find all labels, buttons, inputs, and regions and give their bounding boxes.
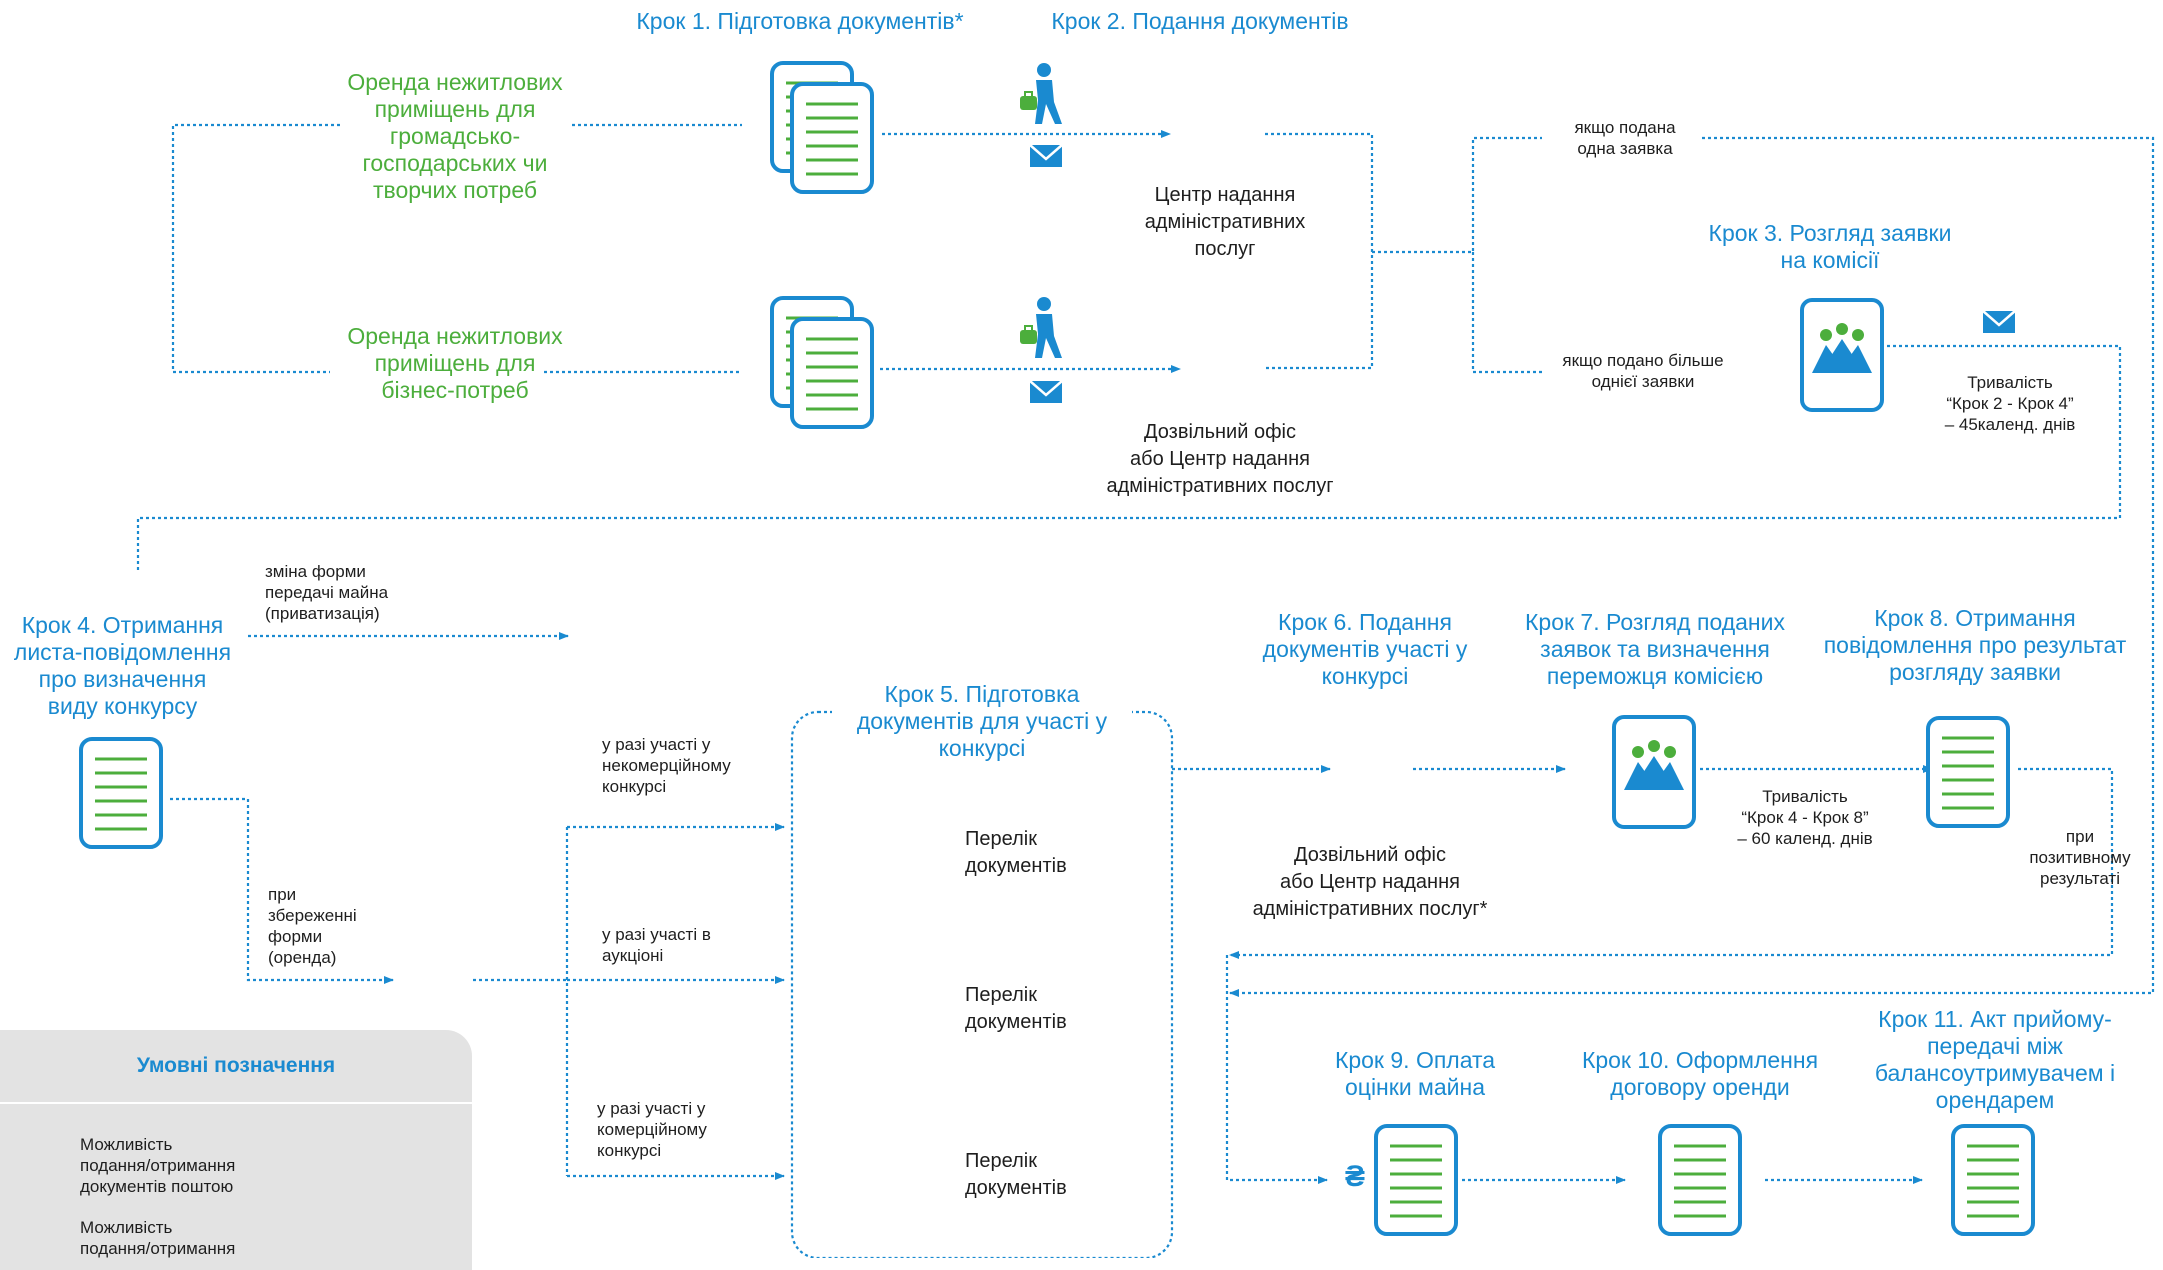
hryvnia-icon: ₴: [1344, 1160, 1365, 1193]
keep-form-label: при збереженні форми (оренда): [268, 885, 357, 967]
step4-title: Крок 4. Отримання листа-повідомлення про…: [13, 612, 232, 719]
document-icon: [1374, 1124, 1458, 1236]
walking-person-icon: [1019, 296, 1063, 359]
document-icon: [1658, 1124, 1742, 1236]
duration-step2-4: Тривалість “Крок 2 - Крок 4” – 45календ.…: [1944, 373, 2076, 434]
center-label: Центр надання адміністративних послуг: [1144, 184, 1306, 260]
mail-icon: [1028, 143, 1064, 169]
step5-title: Крок 5. Підготовка документів для участі…: [832, 681, 1132, 762]
documents-icon: [770, 61, 874, 194]
legend-divider: [0, 1102, 472, 1104]
case-commercial: у разі участі у комерційному конкурсі: [597, 1099, 707, 1160]
free-office-star-label: Дозвільний офіс або Центр надання адміні…: [1252, 844, 1488, 920]
step9-title: Крок 9. Оплата оцінки майна: [1334, 1047, 1496, 1100]
rental-public-label: Оренда нежитлових приміщень для громадсь…: [347, 69, 563, 203]
document-icon: [1951, 1124, 2035, 1236]
if-many-applications: якщо подано більше однієї заявки: [1562, 351, 1724, 391]
step3-title: Крок 3. Розгляд заявки на комісії: [1708, 220, 1952, 273]
step10-title: Крок 10. Оформлення договору оренди: [1581, 1047, 1819, 1100]
duration-step4-8: Тривалість “Крок 4 - Крок 8” – 60 календ…: [1737, 787, 1873, 848]
step8-title: Крок 8. Отримання повідомлення про резул…: [1823, 605, 2127, 685]
document-icon: [79, 737, 163, 849]
mail-icon: [1981, 309, 2017, 335]
step6-title: Крок 6. Подання документів участі у конк…: [1262, 609, 1468, 689]
step11-title: Крок 11. Акт прийому- передачі між балан…: [1874, 1006, 2116, 1113]
legend-panel: Умовні позначення Можливість подання/отр…: [0, 1030, 472, 1270]
document-list-3[interactable]: Перелік документів: [965, 1150, 1067, 1199]
documents-icon: [770, 296, 874, 429]
document-list-1[interactable]: Перелік документів: [965, 828, 1067, 877]
free-office-label: Дозвільний офіс або Центр надання адміні…: [1106, 421, 1334, 497]
rental-business-label: Оренда нежитлових приміщень для бізнес-п…: [347, 323, 563, 403]
mail-icon: [1028, 379, 1064, 405]
legend-title: Умовні позначення: [136, 1054, 336, 1077]
case-auction: у разі участі в аукціоні: [602, 925, 711, 965]
walking-person-icon: [1019, 62, 1063, 125]
step2-title: Крок 2. Подання документів: [1051, 8, 1349, 34]
document-icon: [1926, 716, 2010, 828]
document-list-2[interactable]: Перелік документів: [965, 984, 1067, 1033]
committee-icon: [1800, 298, 1884, 412]
step7-title: Крок 7. Розгляд поданих заявок та визнач…: [1525, 609, 1785, 689]
case-noncommercial: у разі участі у некомерційному конкурсі: [602, 735, 731, 796]
change-form-label: зміна форми передачі майна (приватизація…: [265, 562, 389, 623]
committee-icon: [1612, 715, 1696, 829]
legend-person-text: Можливість подання/отримання: [80, 1218, 236, 1258]
positive-result-label: при позитивному результаті: [2029, 827, 2131, 888]
legend-mail-text: Можливість подання/отримання документів …: [80, 1135, 236, 1196]
if-one-application: якщо подана одна заявка: [1574, 118, 1676, 158]
step1-title: Крок 1. Підготовка документів*: [636, 8, 964, 34]
